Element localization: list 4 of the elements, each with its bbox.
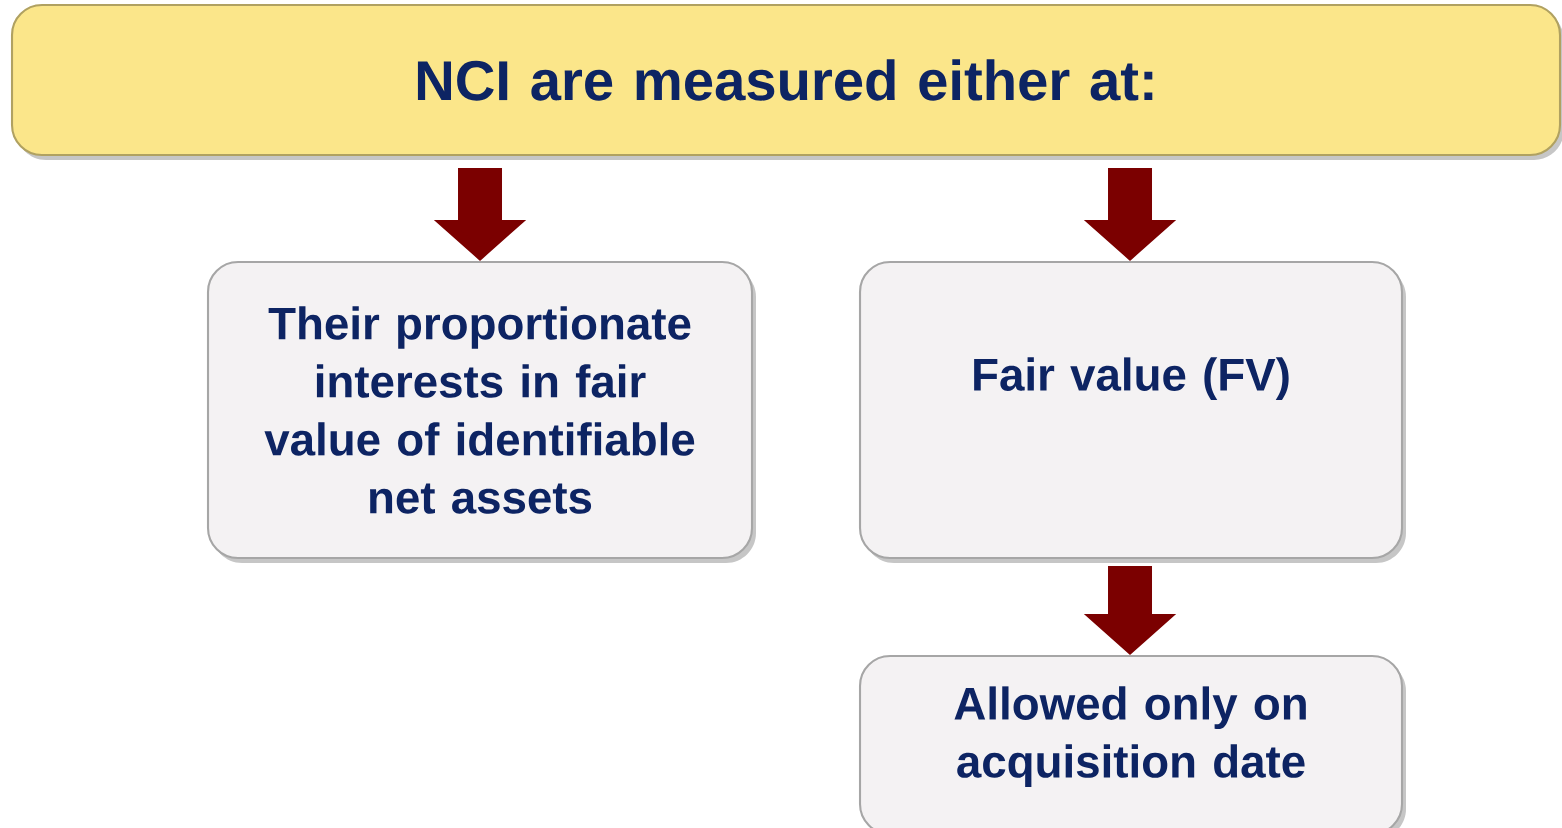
text-box: Fair value (FV)	[858, 260, 1406, 563]
title-banner: NCI are measured either at:	[10, 3, 1562, 160]
text-box: Allowed only on acquisition date	[858, 654, 1406, 828]
text-box: Their proportionate interests in fair value of identifiable net assets	[206, 260, 756, 563]
